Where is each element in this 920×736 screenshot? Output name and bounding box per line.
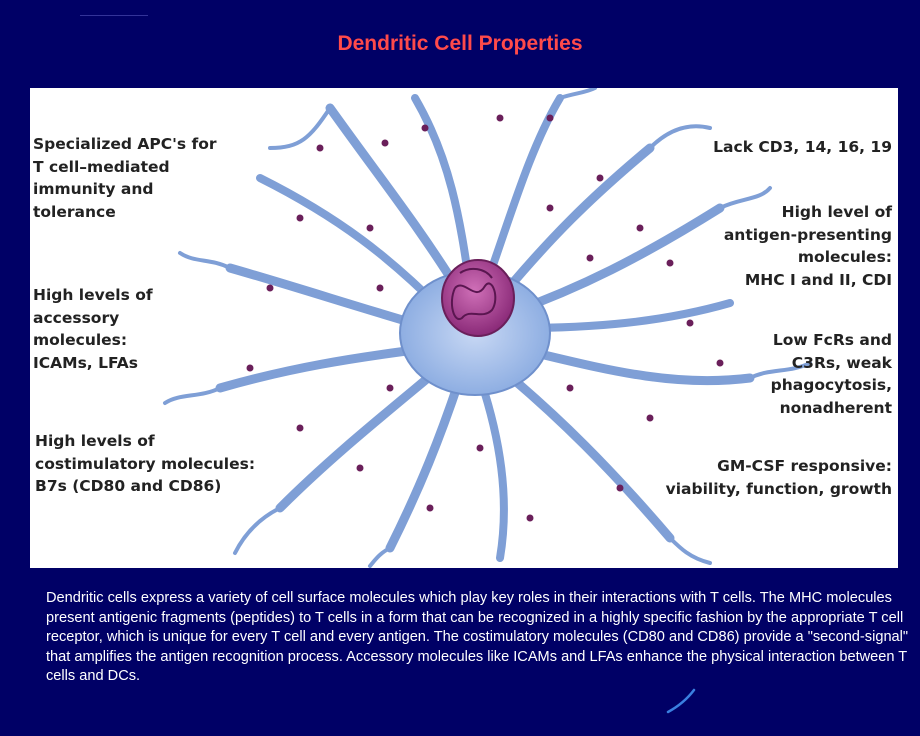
label-specialized-apc: Specialized APC's for T cell–mediated im… xyxy=(33,135,217,221)
caption-text: Dendritic cells express a variety of cel… xyxy=(46,590,909,685)
nucleus xyxy=(441,259,515,337)
label-gm-csf: GM-CSF responsive: viability, function, … xyxy=(665,457,892,498)
decorative-swoosh xyxy=(666,688,696,714)
slide-title: Dendritic Cell Properties xyxy=(337,32,583,55)
dendritic-cell-diagram: Specialized APC's for T cell–mediated im… xyxy=(30,88,898,568)
label-lack-cd: Lack CD3, 14, 16, 19 xyxy=(713,138,892,156)
label-accessory-molecules: High levels of accessory molecules: ICAM… xyxy=(33,286,153,372)
label-low-fcrs: Low FcRs and C3Rs, weak phagocytosis, no… xyxy=(770,331,892,417)
label-costimulatory-molecules: High levels of costimulatory molecules: … xyxy=(35,432,256,495)
label-antigen-presenting: High level of antigen-presenting molecul… xyxy=(723,203,892,289)
dendritic-cell-illustration xyxy=(163,88,812,568)
surface-dots xyxy=(246,114,724,522)
decorative-line xyxy=(80,15,148,16)
